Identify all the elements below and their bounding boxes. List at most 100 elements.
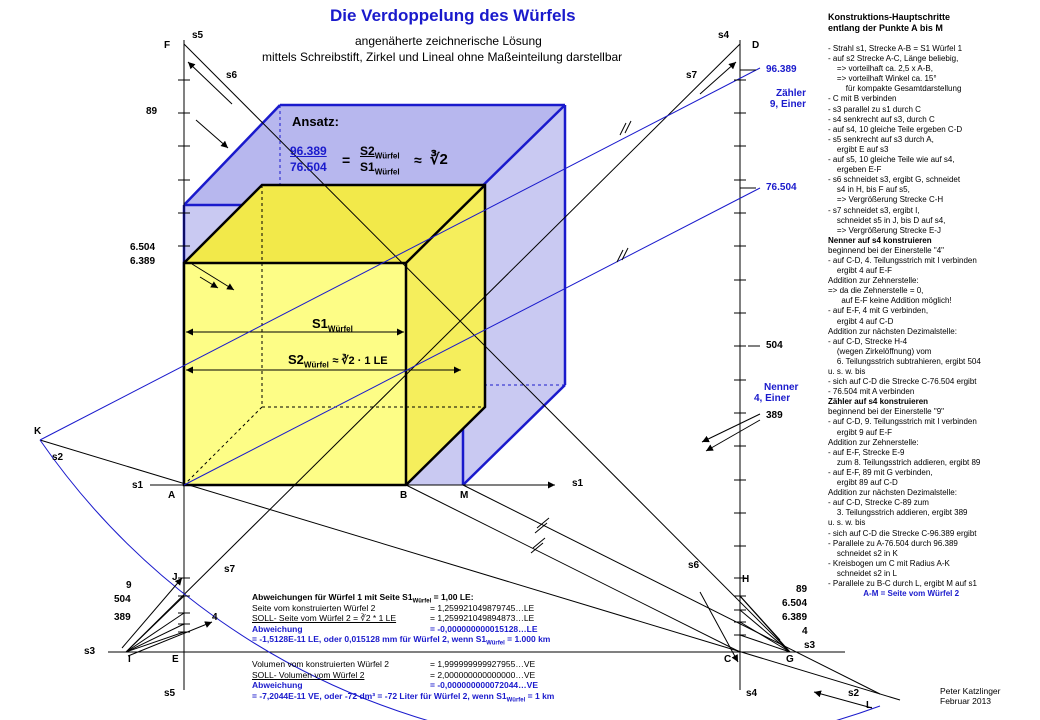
value-4-bottom-left: 4	[212, 612, 218, 623]
step-line: - auf s2 Strecke A-C, Länge beliebig,	[828, 54, 959, 64]
deviation-row-4: = -1,5128E-11 LE, oder 0,015128 mm für W…	[252, 634, 551, 648]
deviation-row-8: = -7,2044E-11 VE, oder -72 dm³ = -72 Lit…	[252, 690, 555, 704]
step-line: - auf s5, 10 gleiche Teile wie auf s4,	[828, 155, 955, 165]
deviation-row-1: Seite vom konstruierten Würfel 2= 1,2599…	[252, 602, 535, 613]
axis-label-s7-top: s7	[686, 70, 698, 81]
steps-heading-2: entlang der Punkte A bis M	[828, 23, 943, 33]
deviation-row-7: Abweichung= -0,000000000072044…VE	[252, 680, 538, 691]
author-credit: Peter Katzlinger Februar 2013	[940, 686, 1000, 706]
point-D: D	[752, 40, 760, 51]
step-line: - 76.504 mit A verbinden	[828, 387, 915, 397]
value-76504: 76.504	[766, 182, 797, 193]
step-line: beginnend bei der Einerstelle "9"	[828, 407, 944, 417]
axis-label-s6-right: s6	[688, 560, 700, 571]
axis-label-s1-right: s1	[572, 478, 584, 489]
step-line: - Kreisbogen um C mit Radius A-K	[828, 558, 950, 568]
step-line: - auf C-D, 4. Teilungsstrich mit I verbi…	[828, 255, 977, 265]
step-line: - auf s4, 10 gleiche Teile ergeben C-D	[828, 124, 963, 134]
deviation-row-2: SOLL- Seite vom Würfel 2 = ∛2 * 1 LE= 1,…	[252, 613, 535, 624]
formula-s2: S2Würfel	[360, 144, 400, 161]
s1-dimension-label: S1Würfel	[312, 316, 353, 334]
value-89-bottom-right: 89	[796, 584, 808, 595]
s5-ticks	[178, 79, 190, 633]
point-E: E	[172, 654, 179, 665]
ansatz-heading: Ansatz:	[292, 114, 339, 129]
step-line: - Strahl s1, Strecke A-B = S1 Würfel 1	[828, 44, 963, 53]
step-line: - Parallele zu B-C durch L, ergibt M auf…	[828, 578, 977, 588]
step-line: Zähler auf s4 konstruieren	[828, 397, 929, 407]
step-line: => Vergrößerung Strecke E-J	[828, 225, 941, 235]
step-line: für kompakte Gesamtdarstellung	[828, 84, 962, 94]
formula-denominator: 76.504	[290, 160, 327, 174]
dimension-lines	[186, 328, 461, 374]
step-line: auf E-F keine Addition möglich!	[828, 296, 952, 306]
step-line: ergibt 89 auf C-D	[828, 478, 898, 488]
value-6504-bottom-right: 6.504	[782, 598, 808, 609]
axis-label-s4-bottom: s4	[746, 688, 758, 699]
step-line: - s3 parallel zu s1 durch C	[828, 104, 921, 114]
value-389-bottom-left: 389	[114, 612, 131, 623]
formula-cbrt: ∛2	[430, 151, 448, 168]
construction-lines	[39, 40, 901, 701]
step-line: - auf C-D, 9. Teilungsstrich mit I verbi…	[828, 417, 977, 427]
step-line: - auf E-F, Strecke E-9	[828, 447, 905, 457]
deviation-row-5: Volumen vom konstruierten Würfel 2= 1,99…	[252, 658, 536, 669]
value-389-right: 389	[766, 410, 783, 421]
value-9-bottom-left: 9	[126, 580, 132, 591]
formula-s1: S1Würfel	[360, 160, 400, 177]
step-line: Addition zur nächsten Dezimalstelle:	[828, 488, 957, 498]
value-6504-left: 6.504	[130, 242, 156, 253]
step-line: - auf C-D, Strecke C-89 zum	[828, 498, 929, 508]
formula-approx: ≈	[414, 152, 422, 168]
value-6389-left: 6.389	[130, 256, 156, 267]
axis-label-s3-right: s3	[804, 640, 816, 651]
step-line: - C mit B verbinden	[828, 94, 897, 104]
page-title: Die Verdoppelung des Würfels	[330, 6, 576, 25]
step-line: schneidet s2 in K	[828, 548, 898, 558]
step-line: (wegen Zirkelöffnung) vom	[828, 346, 932, 356]
author-name: Peter Katzlinger	[940, 686, 1001, 696]
axis-label-s1-left: s1	[132, 480, 144, 491]
deviation-heading: Abweichungen für Würfel 1 mit Seite S1Wü…	[252, 592, 474, 605]
step-line: - auf C-D, Strecke H-4	[828, 336, 908, 346]
step-line: - s5 senkrecht auf s3 durch A,	[828, 134, 934, 144]
deviation-block: Abweichungen für Würfel 1 mit Seite S1Wü…	[252, 592, 592, 704]
step-line: schneidet s5 in J, bis D auf s4,	[828, 215, 946, 225]
step-line: ergeben E-F	[828, 165, 882, 175]
value-4-bottom-right: 4	[802, 626, 808, 637]
s4-ticks	[734, 79, 746, 636]
small-cube	[182, 183, 487, 487]
author-date: Februar 2013	[940, 696, 992, 706]
step-line: Nenner auf s4 konstruieren	[828, 235, 932, 245]
step-line: ergibt 4 auf C-D	[828, 316, 894, 326]
step-line: - s4 senkrecht auf s3, durch C	[828, 114, 935, 124]
step-line: ergibt 9 auf E-F	[828, 427, 893, 437]
step-line: - Parallele zu A-76.504 durch 96.389	[828, 538, 958, 548]
s2-dimension-label: S2Würfel ≈ ∛2 · 1 LE	[288, 352, 388, 370]
axis-label-s4-top: s4	[718, 30, 730, 41]
formula-numerator: 96.389	[290, 144, 327, 158]
deviation-row-3: Abweichung= -0,000000000015128…LE	[252, 623, 538, 634]
step-line: => vorteilhaft ca. 2,5 x A-B,	[828, 64, 933, 74]
deviation-row-6: SOLL- Volumen vom Würfel 2= 2,0000000000…	[252, 669, 536, 680]
value-504-right: 504	[766, 340, 783, 351]
step-line: => vorteilhaft Winkel ca. 15°	[828, 74, 937, 84]
point-G: G	[786, 654, 794, 665]
axis-label-s6-top: s6	[226, 70, 238, 81]
axis-label-s2-left: s2	[52, 452, 64, 463]
point-J: J	[172, 572, 178, 583]
step-line: zum 8. Teilungsstrich addieren, ergibt 8…	[828, 457, 981, 467]
step-line: Addition zur Zehnerstelle:	[828, 276, 919, 286]
step-line: - s6 schneidet s3, ergibt G, schneidet	[828, 175, 961, 185]
step-line: - sich auf C-D die Strecke C-96.389 ergi…	[828, 528, 977, 538]
blue-construction-lines	[39, 67, 881, 720]
steps-list: - Strahl s1, Strecke A-B = S1 Würfel 1- …	[828, 44, 1033, 599]
pointer-arrows	[121, 61, 873, 709]
axis-label-s5-bottom: s5	[164, 688, 176, 699]
value-96389: 96.389	[766, 64, 797, 75]
step-line: u. s. w. bis	[828, 367, 866, 376]
steps-heading-1: Konstruktions-Hauptschritte	[828, 12, 951, 22]
